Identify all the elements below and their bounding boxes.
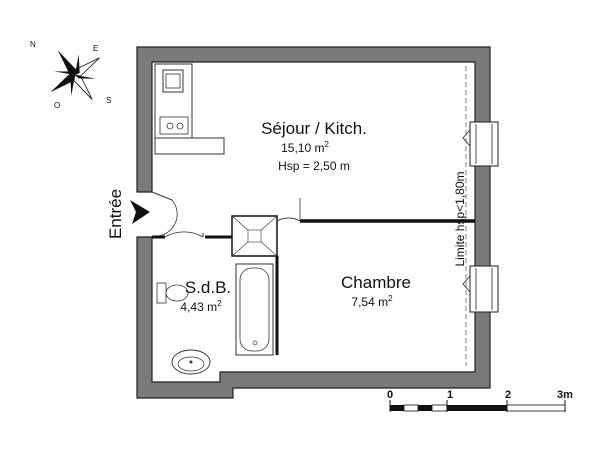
- sejour-height: Hsp = 2,50 m: [278, 159, 350, 173]
- sdb-area: 4,43 m2: [180, 299, 222, 314]
- limit-label: Limite hsp<1,80m: [453, 171, 467, 266]
- entrance-label: Entrée: [106, 189, 125, 239]
- scale-tick-3: 3m: [557, 389, 573, 401]
- compass-n: N: [30, 40, 36, 49]
- compass-rose: [50, 50, 100, 100]
- chambre-name: Chambre: [341, 273, 411, 292]
- scale-tick-2: 2: [505, 389, 511, 401]
- sejour-name: Séjour / Kitch.: [261, 119, 367, 138]
- toilet-tank: [156, 282, 167, 304]
- window-top: [469, 121, 499, 167]
- entry-arrow: [130, 200, 150, 224]
- kitchen-hob: [159, 116, 189, 135]
- kitchen-sink: [162, 69, 184, 93]
- exterior-walls: [136, 46, 491, 399]
- toilet-bowl: [165, 284, 189, 302]
- chambre-area: 7,54 m2: [351, 294, 393, 309]
- scale-tick-1: 1: [447, 389, 453, 401]
- compass-o: O: [54, 101, 60, 110]
- scale-bar: [389, 400, 566, 412]
- kitchen-counter-extension: [154, 137, 225, 155]
- entry-door: [151, 191, 173, 201]
- sejour-area: 15,10 m2: [281, 140, 329, 155]
- compass-e: E: [93, 44, 98, 53]
- compass-s: S: [106, 96, 111, 105]
- scale-tick-0: 0: [387, 389, 393, 401]
- window-bottom: [469, 265, 499, 313]
- sdb-name: S.d.B.: [185, 278, 231, 297]
